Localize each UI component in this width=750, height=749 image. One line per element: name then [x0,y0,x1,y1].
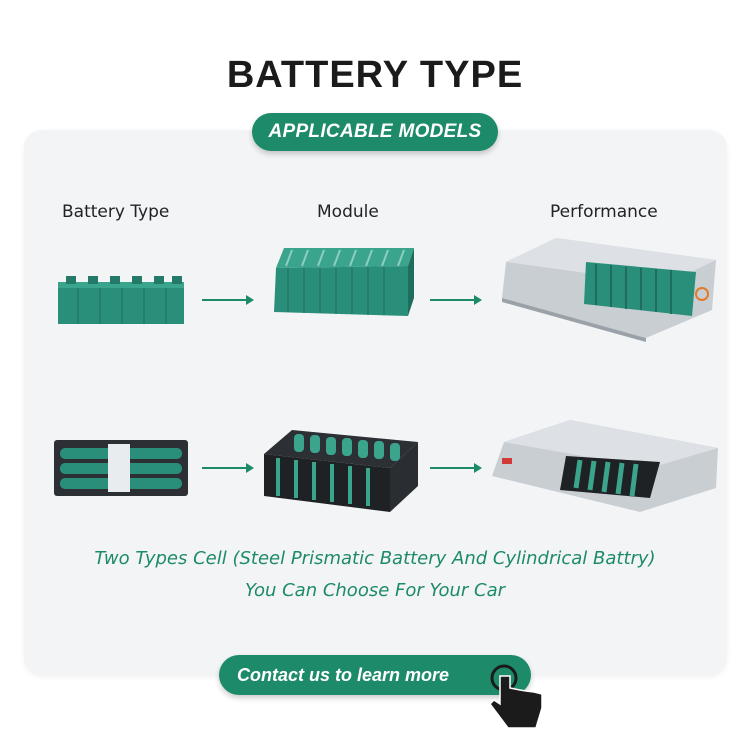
prismatic-battery-pack-image [502,238,716,342]
cylindrical-cell-holder-image [54,440,188,496]
column-heading-module: Module [317,202,379,222]
cylindrical-module-image [264,430,418,512]
prismatic-cell-image [58,276,184,324]
arrow-right-icon [202,463,254,473]
contact-us-button[interactable]: Contact us to learn more [219,655,531,695]
prismatic-module-image [274,248,414,316]
cylindrical-battery-pack-image [492,420,718,512]
arrow-right-icon [430,295,482,305]
caption-line-1: Two Types Cell (Steel Prismatic Battery … [94,548,656,569]
pointing-hand-icon [489,664,543,729]
arrow-right-icon [430,463,482,473]
arrow-right-icon [202,295,254,305]
column-heading-performance: Performance [550,202,658,222]
content-card [24,130,727,675]
caption-line-2: You Can Choose For Your Car [244,580,506,601]
column-heading-battery-type: Battery Type [62,202,170,222]
applicable-models-badge: APPLICABLE MODELS [252,113,498,151]
page-title: BATTERY TYPE [226,54,524,96]
